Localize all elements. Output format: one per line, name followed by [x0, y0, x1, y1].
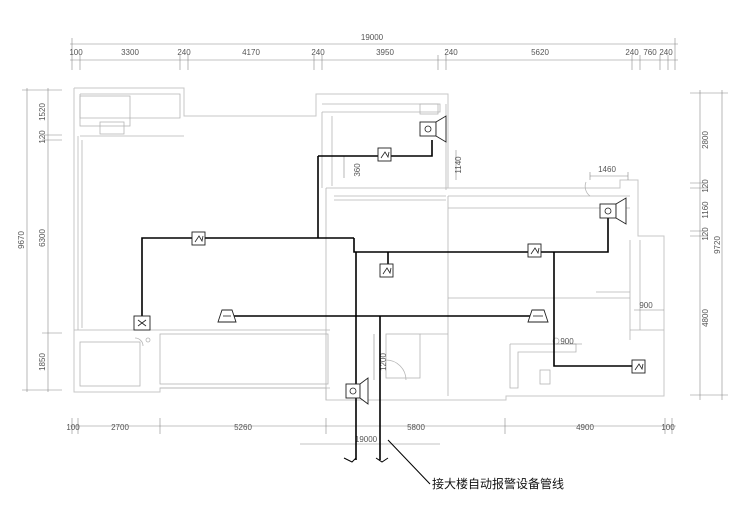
- bottom-dimension-0: 100: [66, 423, 80, 432]
- left-dimension-chain: 9670 1520 120 6300 1850: [17, 88, 62, 392]
- interior-dimension-0: 1460: [598, 165, 616, 174]
- smoke-detector-icon: [631, 359, 646, 374]
- speaker-icon: [345, 377, 369, 405]
- top-dimension-0: 100: [69, 48, 83, 57]
- interior-dimensions: 1460 360 1140 900 900 1200: [343, 150, 664, 380]
- speaker-icon: [419, 115, 447, 143]
- bottom-dimension-1: 2700: [111, 423, 129, 432]
- speaker-icon: [599, 197, 627, 225]
- left-dimension-3: 1850: [38, 353, 47, 371]
- right-dimension-4: 4800: [701, 309, 710, 327]
- bottom-dimension-5: 100: [661, 423, 675, 432]
- bottom-dimension-chain: 100 2700 5260 5800 4900 100 19000: [66, 418, 676, 445]
- smoke-detector-icon: [527, 243, 542, 258]
- bottom-dimension-2: 5260: [234, 423, 252, 432]
- bottom-dimension-4: 4900: [576, 423, 594, 432]
- manual-alarm-button-icon: [217, 309, 237, 323]
- left-outer-dimension: 9670: [17, 231, 26, 249]
- top-dimension-10: 240: [659, 48, 673, 57]
- interior-dimension-1: 360: [353, 163, 362, 177]
- top-dimension-chain: 19000 100 3300 240 4170 240 3950 240 562…: [69, 33, 678, 70]
- bottom-dimension-3: 5800: [407, 423, 425, 432]
- top-total-dimension: 19000: [361, 33, 384, 42]
- interior-dimension-3: 900: [639, 301, 653, 310]
- left-dimension-1: 120: [38, 130, 47, 144]
- bottom-total-dimension: 19000: [355, 435, 378, 444]
- left-dimension-0: 1520: [38, 103, 47, 121]
- top-dimension-5: 3950: [376, 48, 394, 57]
- right-dimension-chain: 2800 120 1160 120 4800 9720: [690, 90, 728, 400]
- interior-dimension-5: 1200: [379, 353, 388, 371]
- external-connection-caption: 接大楼自动报警设备管线: [432, 476, 564, 491]
- right-dimension-0: 2800: [701, 131, 710, 149]
- interior-dimension-2: 1140: [454, 156, 463, 174]
- top-dimension-6: 240: [444, 48, 458, 57]
- right-dimension-3: 120: [701, 227, 710, 241]
- top-dimension-4: 240: [311, 48, 325, 57]
- manual-alarm-button-icon: [527, 309, 549, 323]
- right-dimension-2: 1160: [701, 201, 710, 219]
- top-dimension-9: 760: [643, 48, 657, 57]
- top-dimension-2: 240: [177, 48, 191, 57]
- floor-plan-walls: [73, 87, 665, 401]
- alarm-module-icon: [133, 315, 151, 331]
- smoke-detector-icon: [377, 147, 392, 162]
- right-dimension-1: 120: [701, 179, 710, 193]
- smoke-detector-icon: [379, 263, 394, 278]
- alarm-wiring: [141, 140, 636, 485]
- smoke-detector-icon: [191, 231, 206, 246]
- right-outer-dimension: 9720: [713, 236, 722, 254]
- top-dimension-7: 5620: [531, 48, 549, 57]
- top-dimension-3: 4170: [242, 48, 260, 57]
- top-dimension-8: 240: [625, 48, 639, 57]
- interior-dimension-4: 900: [560, 337, 574, 346]
- alarm-devices: [133, 115, 646, 405]
- top-dimension-1: 3300: [121, 48, 139, 57]
- left-dimension-2: 6300: [38, 229, 47, 247]
